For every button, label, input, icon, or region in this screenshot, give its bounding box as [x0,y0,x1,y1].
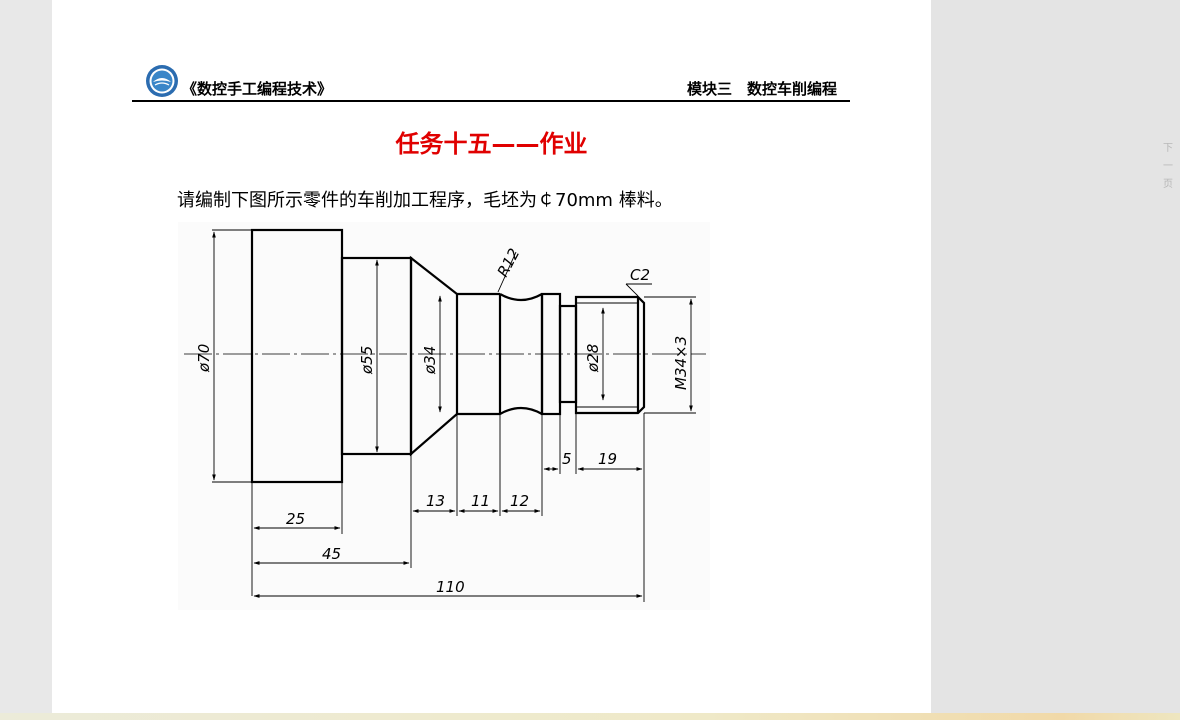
dim-radius: R12 [494,245,524,280]
dim-13: 13 [426,492,445,510]
header-rule [132,100,850,102]
dim-110: 110 [436,578,465,596]
next-page-char-2: 一 [1163,161,1173,172]
dim-19: 19 [598,450,617,468]
bottom-strip [0,713,1180,720]
module-title: 模块三 数控车削编程 [686,80,837,98]
dim-25: 25 [286,510,305,528]
next-page-nav[interactable]: 下 一 页 [1160,140,1176,194]
dim-d70: ø70 [195,344,213,373]
dim-11: 11 [471,492,490,510]
course-title: 《数控手工编程技术》 [182,80,333,98]
next-page-char-1: 下 [1163,143,1173,154]
instruction-text: 请编制下图所示零件的车削加工程序，毛坯为￠70mm 棒料。 [177,190,673,211]
slide-page: 《数控手工编程技术》 模块三 数控车削编程 任务十五——作业 请编制下图所示零件… [52,0,931,713]
dim-12: 12 [510,492,529,510]
university-logo-icon [146,65,178,97]
dim-d55: ø55 [358,346,376,375]
part-drawing: ø70 ø55 ø34 ø28 M34×3 R12 C2 [178,222,710,610]
part-drawing-svg: ø70 ø55 ø34 ø28 M34×3 R12 C2 [184,228,706,602]
part-outline [250,228,646,484]
dim-chamfer: C2 [630,266,650,284]
dim-thread: M34×3 [672,336,690,390]
dim-d34: ø34 [421,346,439,375]
dim-5: 5 [562,450,572,468]
left-margin [0,0,52,720]
next-page-char-3: 页 [1163,179,1173,190]
right-panel [931,0,1180,720]
dim-d28: ø28 [584,344,602,373]
page-title: 任务十五——作业 [395,130,588,158]
dim-45: 45 [322,545,341,563]
